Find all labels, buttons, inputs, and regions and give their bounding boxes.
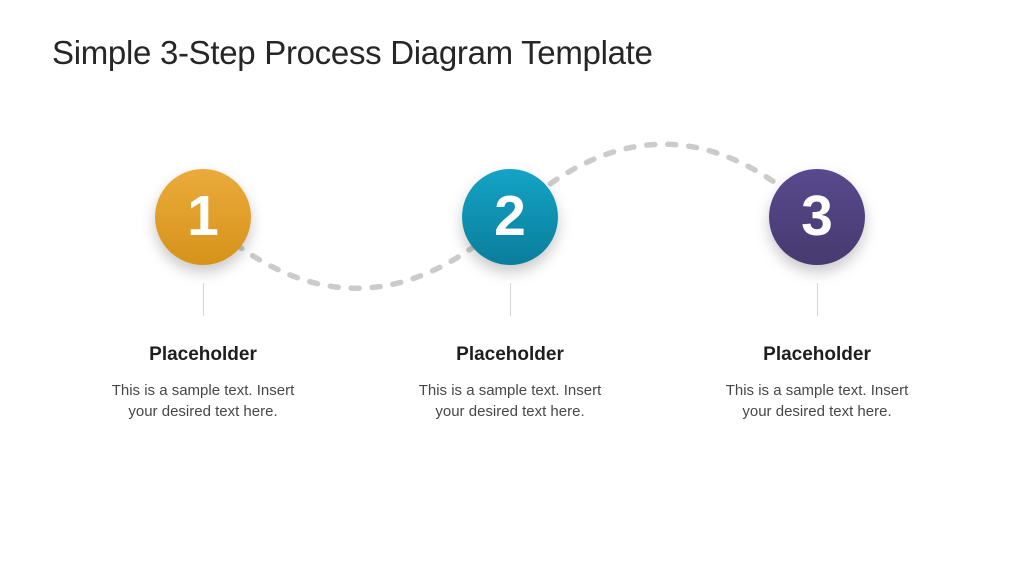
step-connector-line <box>202 283 204 316</box>
step-description: This is a sample text. Insert your desir… <box>418 381 602 420</box>
slide-title: Simple 3-Step Process Diagram Template <box>52 34 653 71</box>
step-title: Placeholder <box>149 344 257 365</box>
step-description: This is a sample text. Insert your desir… <box>725 381 909 420</box>
step-circle-3: 3 <box>769 169 865 265</box>
step-number: 1 <box>187 183 219 248</box>
step-number: 2 <box>494 183 526 248</box>
step-title: Placeholder <box>763 344 871 365</box>
step-connector-line <box>816 283 818 316</box>
step-description: This is a sample text. Insert your desir… <box>111 381 295 420</box>
step-1: 1 Placeholder This is a sample text. Ins… <box>88 169 318 422</box>
step-number: 3 <box>801 183 833 248</box>
step-circle-1: 1 <box>155 169 251 265</box>
step-2: 2 Placeholder This is a sample text. Ins… <box>395 169 625 422</box>
step-connector-line <box>509 283 511 316</box>
step-title: Placeholder <box>456 344 564 365</box>
step-3: 3 Placeholder This is a sample text. Ins… <box>702 169 932 422</box>
step-circle-2: 2 <box>462 169 558 265</box>
